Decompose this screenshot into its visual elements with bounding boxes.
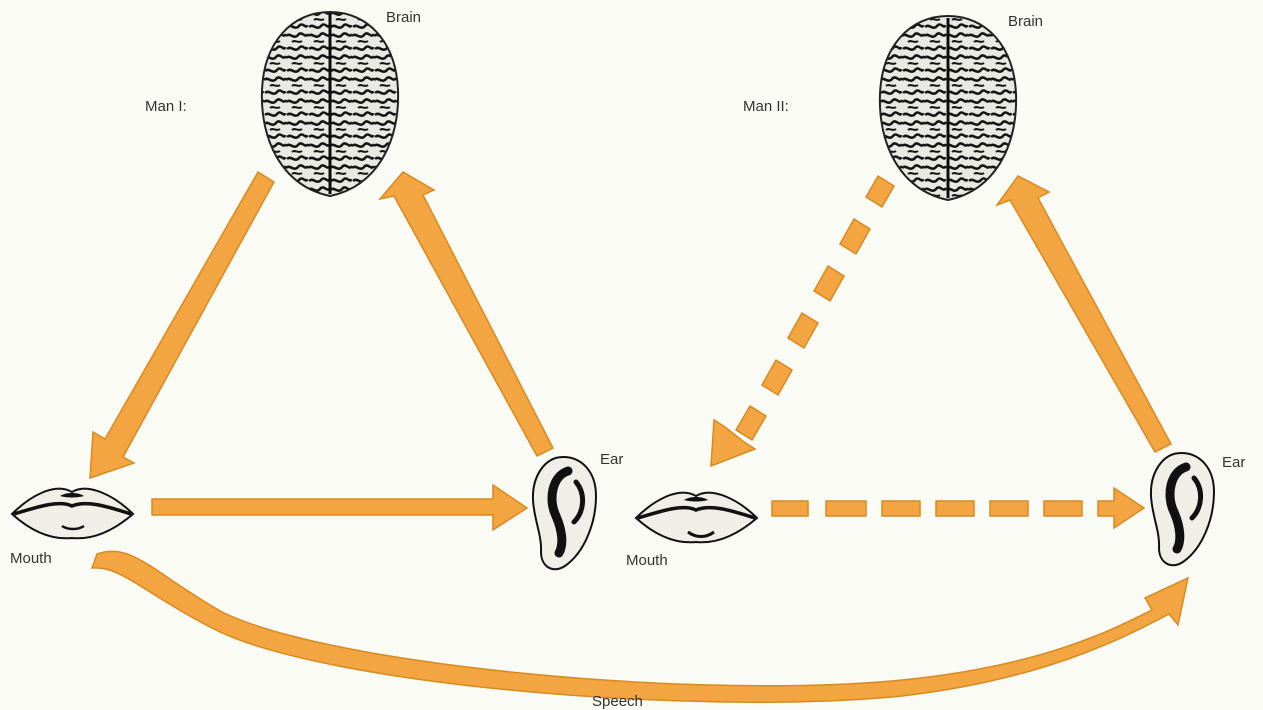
man2-title: Man II: bbox=[743, 98, 789, 115]
man2-group bbox=[636, 16, 1214, 565]
man1-mouth-icon bbox=[12, 489, 133, 539]
man2-mouth-label: Mouth bbox=[626, 552, 668, 569]
speech-arrow bbox=[92, 551, 1188, 702]
man1-mouth-label: Mouth bbox=[10, 550, 52, 567]
man1-arrow-brain-to-mouth bbox=[90, 172, 274, 478]
speech-label: Speech bbox=[592, 693, 643, 710]
man1-brain-label: Brain bbox=[386, 9, 421, 26]
man1-group bbox=[12, 12, 596, 569]
man1-ear-icon bbox=[533, 457, 596, 569]
man2-brain-label: Brain bbox=[1008, 13, 1043, 30]
man2-brain-icon bbox=[880, 16, 1016, 200]
man1-arrow-ear-to-brain bbox=[380, 172, 553, 456]
man1-arrow-mouth-to-ear bbox=[152, 485, 527, 530]
man2-arrow-mouth-to-ear-dashed bbox=[772, 488, 1144, 528]
man2-mouth-icon bbox=[636, 493, 757, 543]
man1-title: Man I: bbox=[145, 98, 187, 115]
man2-ear-icon bbox=[1151, 453, 1214, 565]
man2-arrow-ear-to-brain bbox=[997, 176, 1171, 452]
man1-brain-icon bbox=[262, 12, 398, 196]
man2-ear-label: Ear bbox=[1222, 454, 1245, 471]
man2-arrow-brain-to-mouth-dashed bbox=[711, 176, 894, 466]
man1-ear-label: Ear bbox=[600, 451, 623, 468]
